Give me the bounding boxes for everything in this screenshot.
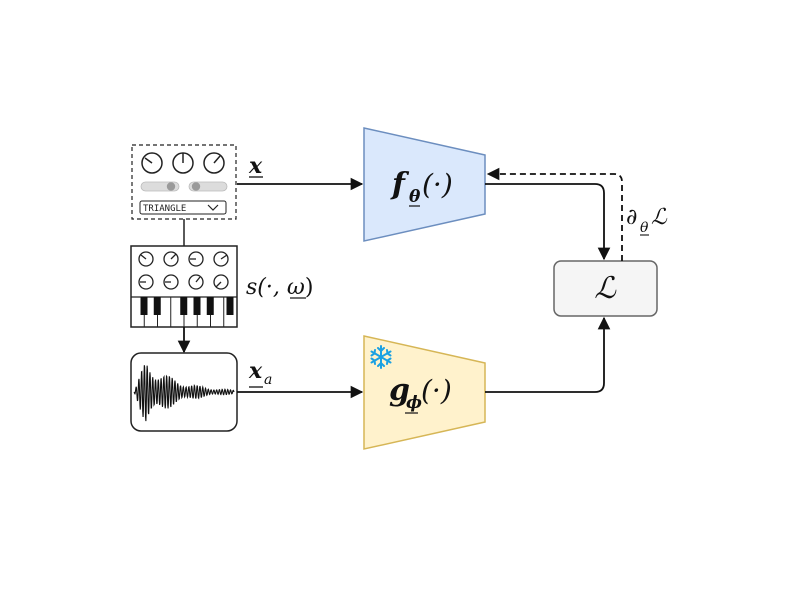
piano-black-keys xyxy=(140,297,234,315)
loss-label: ℒ xyxy=(594,271,617,306)
audio-waveform-icon xyxy=(130,352,238,432)
svg-text:ℒ: ℒ xyxy=(651,205,668,230)
g-label: g xyxy=(389,373,410,408)
slider-toggle-icon xyxy=(188,181,228,192)
gradient-label: ∂ θ ℒ xyxy=(626,205,668,236)
f-argument: (·) xyxy=(422,168,453,201)
knob-icon xyxy=(141,152,163,174)
knob-icon xyxy=(203,152,225,174)
g-argument: (·) xyxy=(421,374,452,407)
synth-controls-panel: TRIANGLE xyxy=(131,144,237,220)
svg-text:θ: θ xyxy=(640,220,649,236)
knob-icon xyxy=(163,274,179,290)
knob-icon xyxy=(172,152,194,174)
svg-text:x: x xyxy=(248,153,263,179)
knob-icon xyxy=(138,274,154,290)
knob-icon xyxy=(213,274,229,290)
knob-icon xyxy=(188,274,204,290)
gradient-arrow xyxy=(486,167,623,261)
encoder-f-block: f θ (·) xyxy=(363,127,486,242)
knob-icon xyxy=(163,251,179,267)
f-to-loss-arrow xyxy=(485,183,611,261)
waveform-selector-label: TRIANGLE xyxy=(143,204,186,214)
audio-label: x a xyxy=(248,358,272,388)
svg-text:x: x xyxy=(248,358,263,384)
g-to-loss-arrow xyxy=(485,316,611,393)
chevron-down-icon xyxy=(207,204,219,211)
knob-icon xyxy=(138,251,154,267)
loss-block: ℒ xyxy=(553,260,658,317)
synthesizer-icon xyxy=(130,245,238,328)
f-subscript: θ xyxy=(409,187,421,207)
input-label: x xyxy=(248,153,263,179)
encoder-g-block: g ϕ (·) xyxy=(363,335,486,450)
svg-text:∂: ∂ xyxy=(626,205,637,230)
slider-toggle-icon xyxy=(140,181,180,192)
snowflake-icon xyxy=(370,345,392,369)
svg-text:s(·, ω): s(·, ω) xyxy=(246,275,313,300)
knob-icon xyxy=(188,251,204,267)
g-subscript: ϕ xyxy=(406,393,422,413)
waveform-selector: TRIANGLE xyxy=(139,200,227,215)
synth-function-label: s(·, ω) xyxy=(246,275,313,300)
svg-text:a: a xyxy=(264,372,272,388)
knob-icon xyxy=(213,251,229,267)
